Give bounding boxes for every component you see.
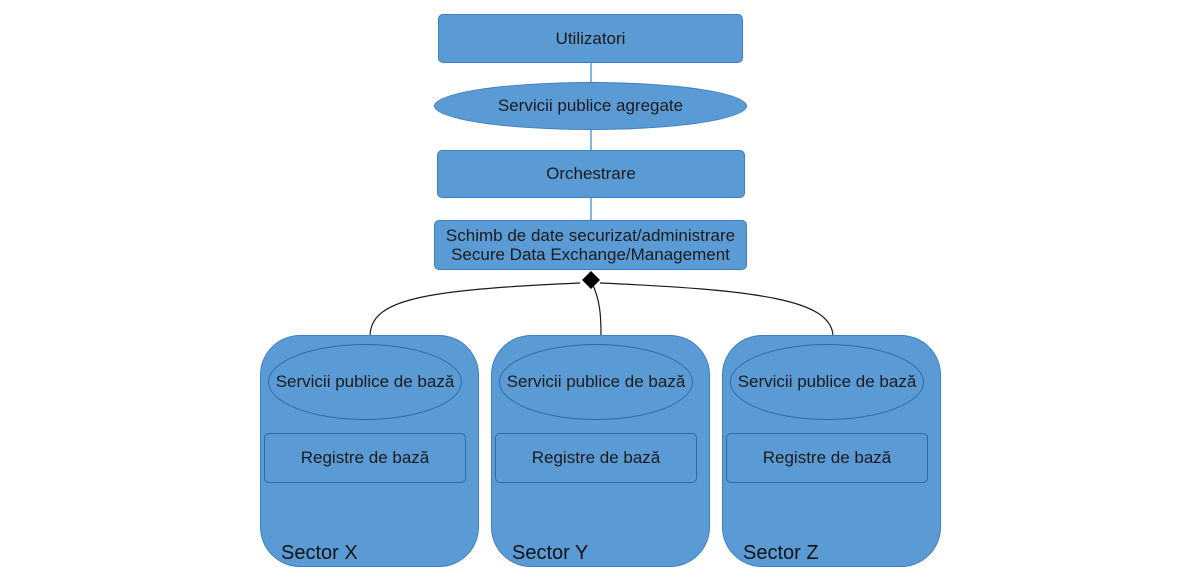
data-exchange-label-line2: Secure Data Exchange/Management [451,245,730,264]
sector-y-container: Servicii publice de bază Registre de baz… [491,335,710,567]
sector-x-services-ellipse: Servicii publice de bază [268,344,462,420]
sector-z-registry-box: Registre de bază [726,433,928,483]
data-exchange-label-line1: Schimb de date securizat/administrare [445,226,736,245]
data-exchange-node: Schimb de date securizat/administrare Se… [434,220,747,270]
sector-z-label: Sector Z [743,542,819,564]
sector-x-services-label: Servicii publice de bază [275,372,455,391]
orchestration-node: Orchestrare [437,150,745,198]
users-node: Utilizatori [438,14,743,63]
aggregation-diamond [582,271,600,289]
sector-y-label: Sector Y [512,542,589,564]
sector-z-services-label: Servicii publice de bază [737,372,917,391]
sector-x-label: Sector X [281,542,358,564]
sector-x-registry-box: Registre de bază [264,433,466,483]
connector-sector-z [599,282,834,336]
connector-sector-y [591,282,602,336]
sector-y-services-label: Servicii publice de bază [506,372,686,391]
aggregated-services-label: Servicii publice agregate [497,96,684,115]
users-label: Utilizatori [555,28,626,48]
sector-z-container: Servicii publice de bază Registre de baz… [722,335,941,567]
sector-x-registry-label: Registre de bază [300,448,430,467]
sector-y-services-ellipse: Servicii publice de bază [499,344,693,420]
aggregated-services-node: Servicii publice agregate [434,82,747,130]
sector-z-registry-label: Registre de bază [762,448,892,467]
sector-y-registry-label: Registre de bază [531,448,661,467]
sector-x-container: Servicii publice de bază Registre de baz… [260,335,479,567]
connector-sector-x [369,282,581,336]
sector-z-services-ellipse: Servicii publice de bază [730,344,924,420]
orchestration-label: Orchestrare [546,164,636,183]
sector-y-registry-box: Registre de bază [495,433,697,483]
